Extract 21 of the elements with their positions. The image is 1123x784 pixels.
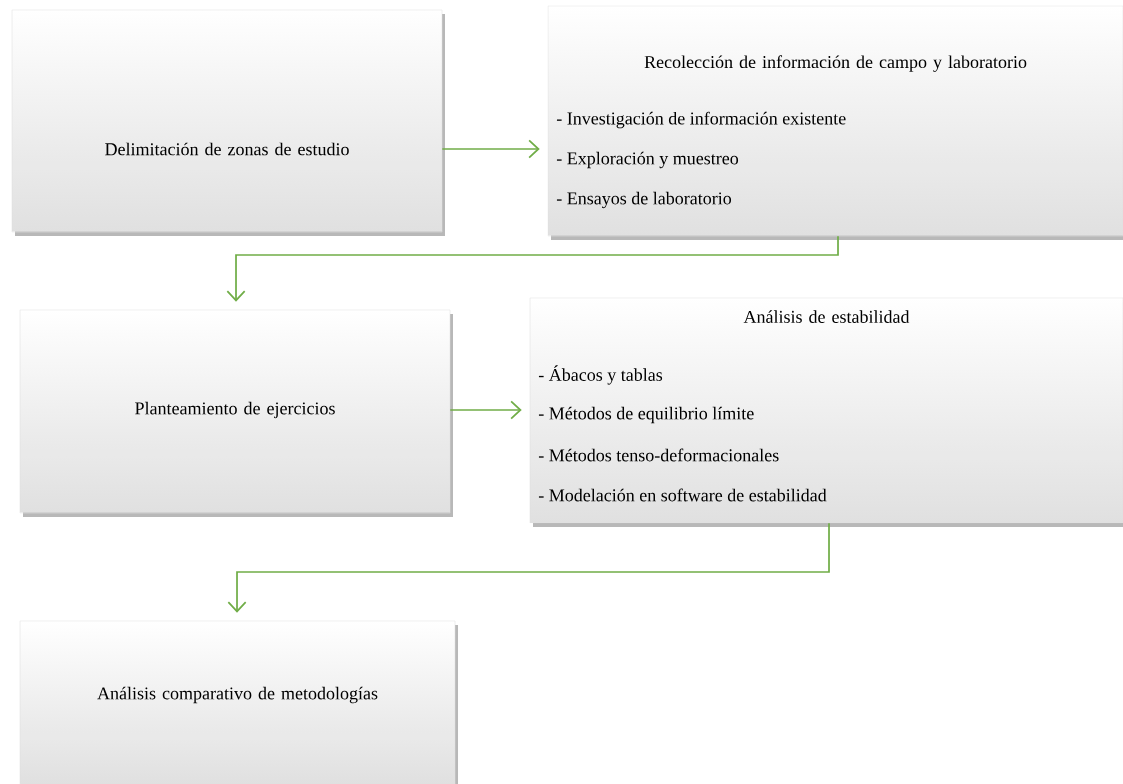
arrow (226, 235, 839, 302)
list-item: - Exploración y muestreo (556, 151, 739, 169)
arrow (449, 400, 522, 420)
process-box (547, 5, 1123, 240)
process-box (19, 309, 453, 517)
box-text: Planteamiento de ejercicios (135, 401, 335, 419)
box-heading: Recolección de información de campo y laboratorio (644, 55, 1027, 72)
box-text: Análisis comparativo de metodologías (97, 686, 378, 704)
arrow (441, 139, 540, 159)
box-heading: Análisis de estabilidad (743, 310, 910, 323)
process-box (529, 297, 1123, 527)
list-item: - Métodos tenso-deformacionales (538, 448, 779, 462)
list-item: - Métodos de equilibrio límite (538, 406, 754, 424)
process-box (19, 620, 458, 784)
arrow (227, 522, 830, 613)
list-item: - Ábacos y tablas (538, 365, 663, 385)
list-item: - Modelación en software de estabilidad (538, 488, 827, 502)
list-item: - Ensayos de laboratorio (556, 191, 732, 209)
process-box (11, 9, 445, 236)
box-text: Delimitación de zonas de estudio (105, 142, 349, 156)
list-item: - Investigación de información existente (556, 111, 846, 129)
